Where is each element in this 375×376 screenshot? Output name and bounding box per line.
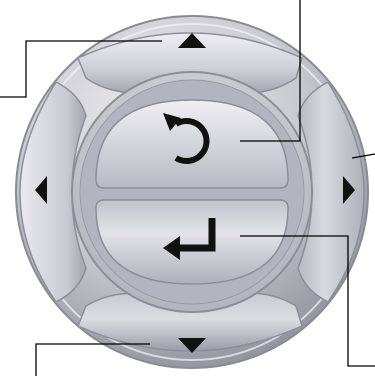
controller-svg (0, 0, 375, 376)
remote-controller-diagram (0, 0, 375, 376)
